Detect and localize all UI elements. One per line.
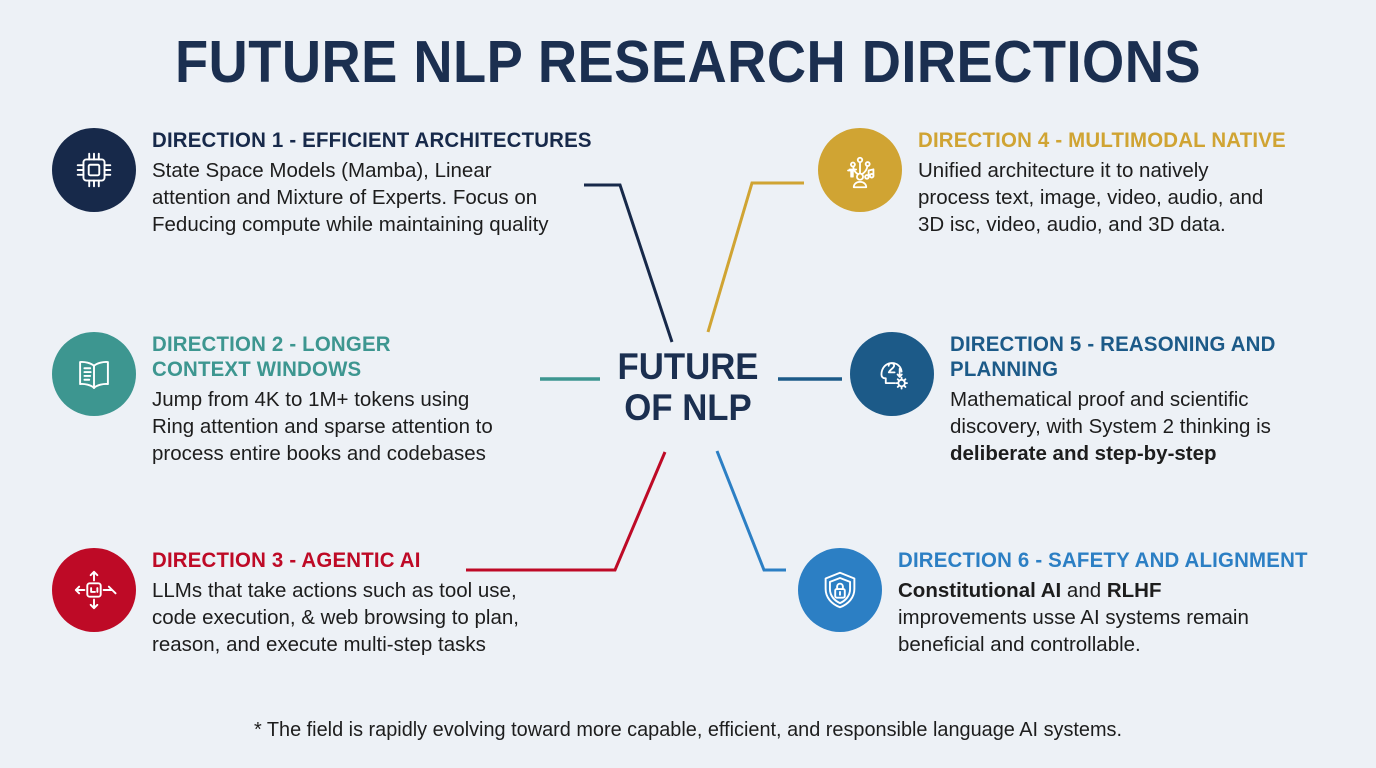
direction-3-heading: DIRECTION 3 - AGENTIC AI	[152, 548, 421, 572]
direction-5-body-bold-line: deliberate and step-by-step	[950, 441, 1217, 465]
direction-4-body-line-2: process text, image, video, audio, and	[918, 185, 1264, 209]
direction-5-badge	[850, 332, 934, 416]
direction-5-body: Mathematical proof and scientific discov…	[950, 386, 1300, 467]
connector-direction-3	[466, 451, 667, 572]
open-book-icon	[71, 351, 117, 397]
direction-6-heading: DIRECTION 6 - SAFETY AND ALIGNMENT	[898, 548, 1308, 572]
head-system2-gear-icon	[869, 351, 915, 397]
direction-1-body-line-1: State Space Models (Mamba), Linear	[152, 158, 492, 182]
direction-1-heading: DIRECTION 1 - EFFICIENT ARCHITECTURES	[152, 128, 592, 152]
direction-3-body: LLMs that take actions such as tool use,…	[152, 577, 519, 658]
connector-direction-1	[584, 183, 674, 343]
direction-1-body: State Space Models (Mamba), Linear atten…	[152, 157, 615, 238]
hub-line-2: OF NLP	[624, 387, 752, 429]
direction-6-bold-lead: Constitutional AI	[898, 578, 1062, 602]
direction-1-body-line-3: Feducing compute while maintaining quali…	[152, 213, 549, 237]
direction-6-body: Constitutional AI and RLHF improvements …	[898, 577, 1329, 658]
direction-2-body: Jump from 4K to 1M+ tokens using Ring at…	[152, 386, 493, 467]
direction-1-text: DIRECTION 1 - EFFICIENT ARCHITECTURES St…	[136, 128, 615, 238]
direction-5-heading: DIRECTION 5 - REASONING AND PLANNING	[950, 332, 1276, 381]
direction-2-block[interactable]: DIRECTION 2 - LONGER CONTEXT WINDOWS Jum…	[52, 332, 652, 467]
direction-3-body-line-1: LLMs that take actions such as tool use,	[152, 578, 517, 602]
multimodal-network-icon	[837, 147, 883, 193]
footer-note: * The field is rapidly evolving toward m…	[253, 718, 1123, 741]
direction-3-body-line-3: reason, and execute multi-step tasks	[152, 633, 486, 657]
direction-3-body-line-2: code execution, & web browsing to plan,	[152, 605, 519, 629]
connector-direction-6	[715, 450, 786, 572]
direction-2-body-line-3: process entire books and codebases	[152, 441, 486, 465]
direction-2-body-line-1: Jump from 4K to 1M+ tokens using	[152, 387, 470, 411]
direction-1-block[interactable]: DIRECTION 1 - EFFICIENT ARCHITECTURES St…	[52, 128, 652, 238]
direction-3-badge	[52, 548, 136, 632]
center-hub: FUTURE OF NLP	[594, 346, 782, 429]
direction-5-block[interactable]: DIRECTION 5 - REASONING AND PLANNING Mat…	[850, 332, 1350, 467]
hub-line-1: FUTURE	[617, 346, 759, 387]
direction-6-badge	[798, 548, 882, 632]
direction-1-badge	[52, 128, 136, 212]
direction-6-body-line-3: beneficial and controllable.	[898, 633, 1141, 657]
page-title: FUTURE NLP RESEARCH DIRECTIONS	[174, 29, 1202, 95]
direction-3-block[interactable]: DIRECTION 3 - AGENTIC AI LLMs that take …	[52, 548, 652, 658]
direction-6-block[interactable]: DIRECTION 6 - SAFETY AND ALIGNMENT Const…	[798, 548, 1358, 658]
direction-2-body-line-2: Ring attention and sparse attention to	[152, 414, 493, 438]
direction-6-body-line-1: Constitutional AI and RLHF	[898, 577, 1329, 604]
shield-lock-icon	[817, 567, 863, 613]
four-arrows-expand-icon	[71, 567, 117, 613]
direction-3-text: DIRECTION 3 - AGENTIC AI LLMs that take …	[136, 548, 519, 658]
direction-4-body-line-3: 3D isc, video, audio, and 3D data.	[918, 213, 1226, 237]
direction-6-mid: and	[1061, 578, 1107, 602]
direction-4-block[interactable]: DIRECTION 4 - MULTIMODAL NATIVE Unified …	[818, 128, 1338, 238]
direction-2-text: DIRECTION 2 - LONGER CONTEXT WINDOWS Jum…	[136, 332, 493, 467]
connector-direction-4	[706, 181, 804, 333]
direction-2-heading: DIRECTION 2 - LONGER CONTEXT WINDOWS	[152, 332, 391, 381]
direction-4-heading: DIRECTION 4 - MULTIMODAL NATIVE	[918, 128, 1286, 152]
direction-1-body-line-2: attention and Mixture of Experts. Focus …	[152, 185, 538, 209]
direction-5-body-line-2: discovery, with System 2 thinking is	[950, 414, 1271, 438]
direction-4-badge	[818, 128, 902, 212]
direction-2-badge	[52, 332, 136, 416]
direction-6-text: DIRECTION 6 - SAFETY AND ALIGNMENT Const…	[882, 548, 1329, 658]
direction-4-text: DIRECTION 4 - MULTIMODAL NATIVE Unified …	[902, 128, 1305, 238]
direction-4-body: Unified architecture it to natively proc…	[918, 157, 1305, 238]
direction-6-bold-second: RLHF	[1106, 578, 1162, 602]
direction-6-body-line-2: improvements usse AI systems remain	[898, 605, 1249, 629]
direction-4-body-line-1: Unified architecture it to natively	[918, 158, 1209, 182]
direction-5-body-line-1: Mathematical proof and scientific	[950, 387, 1249, 411]
cpu-chip-icon	[71, 147, 117, 193]
direction-5-text: DIRECTION 5 - REASONING AND PLANNING Mat…	[934, 332, 1300, 467]
